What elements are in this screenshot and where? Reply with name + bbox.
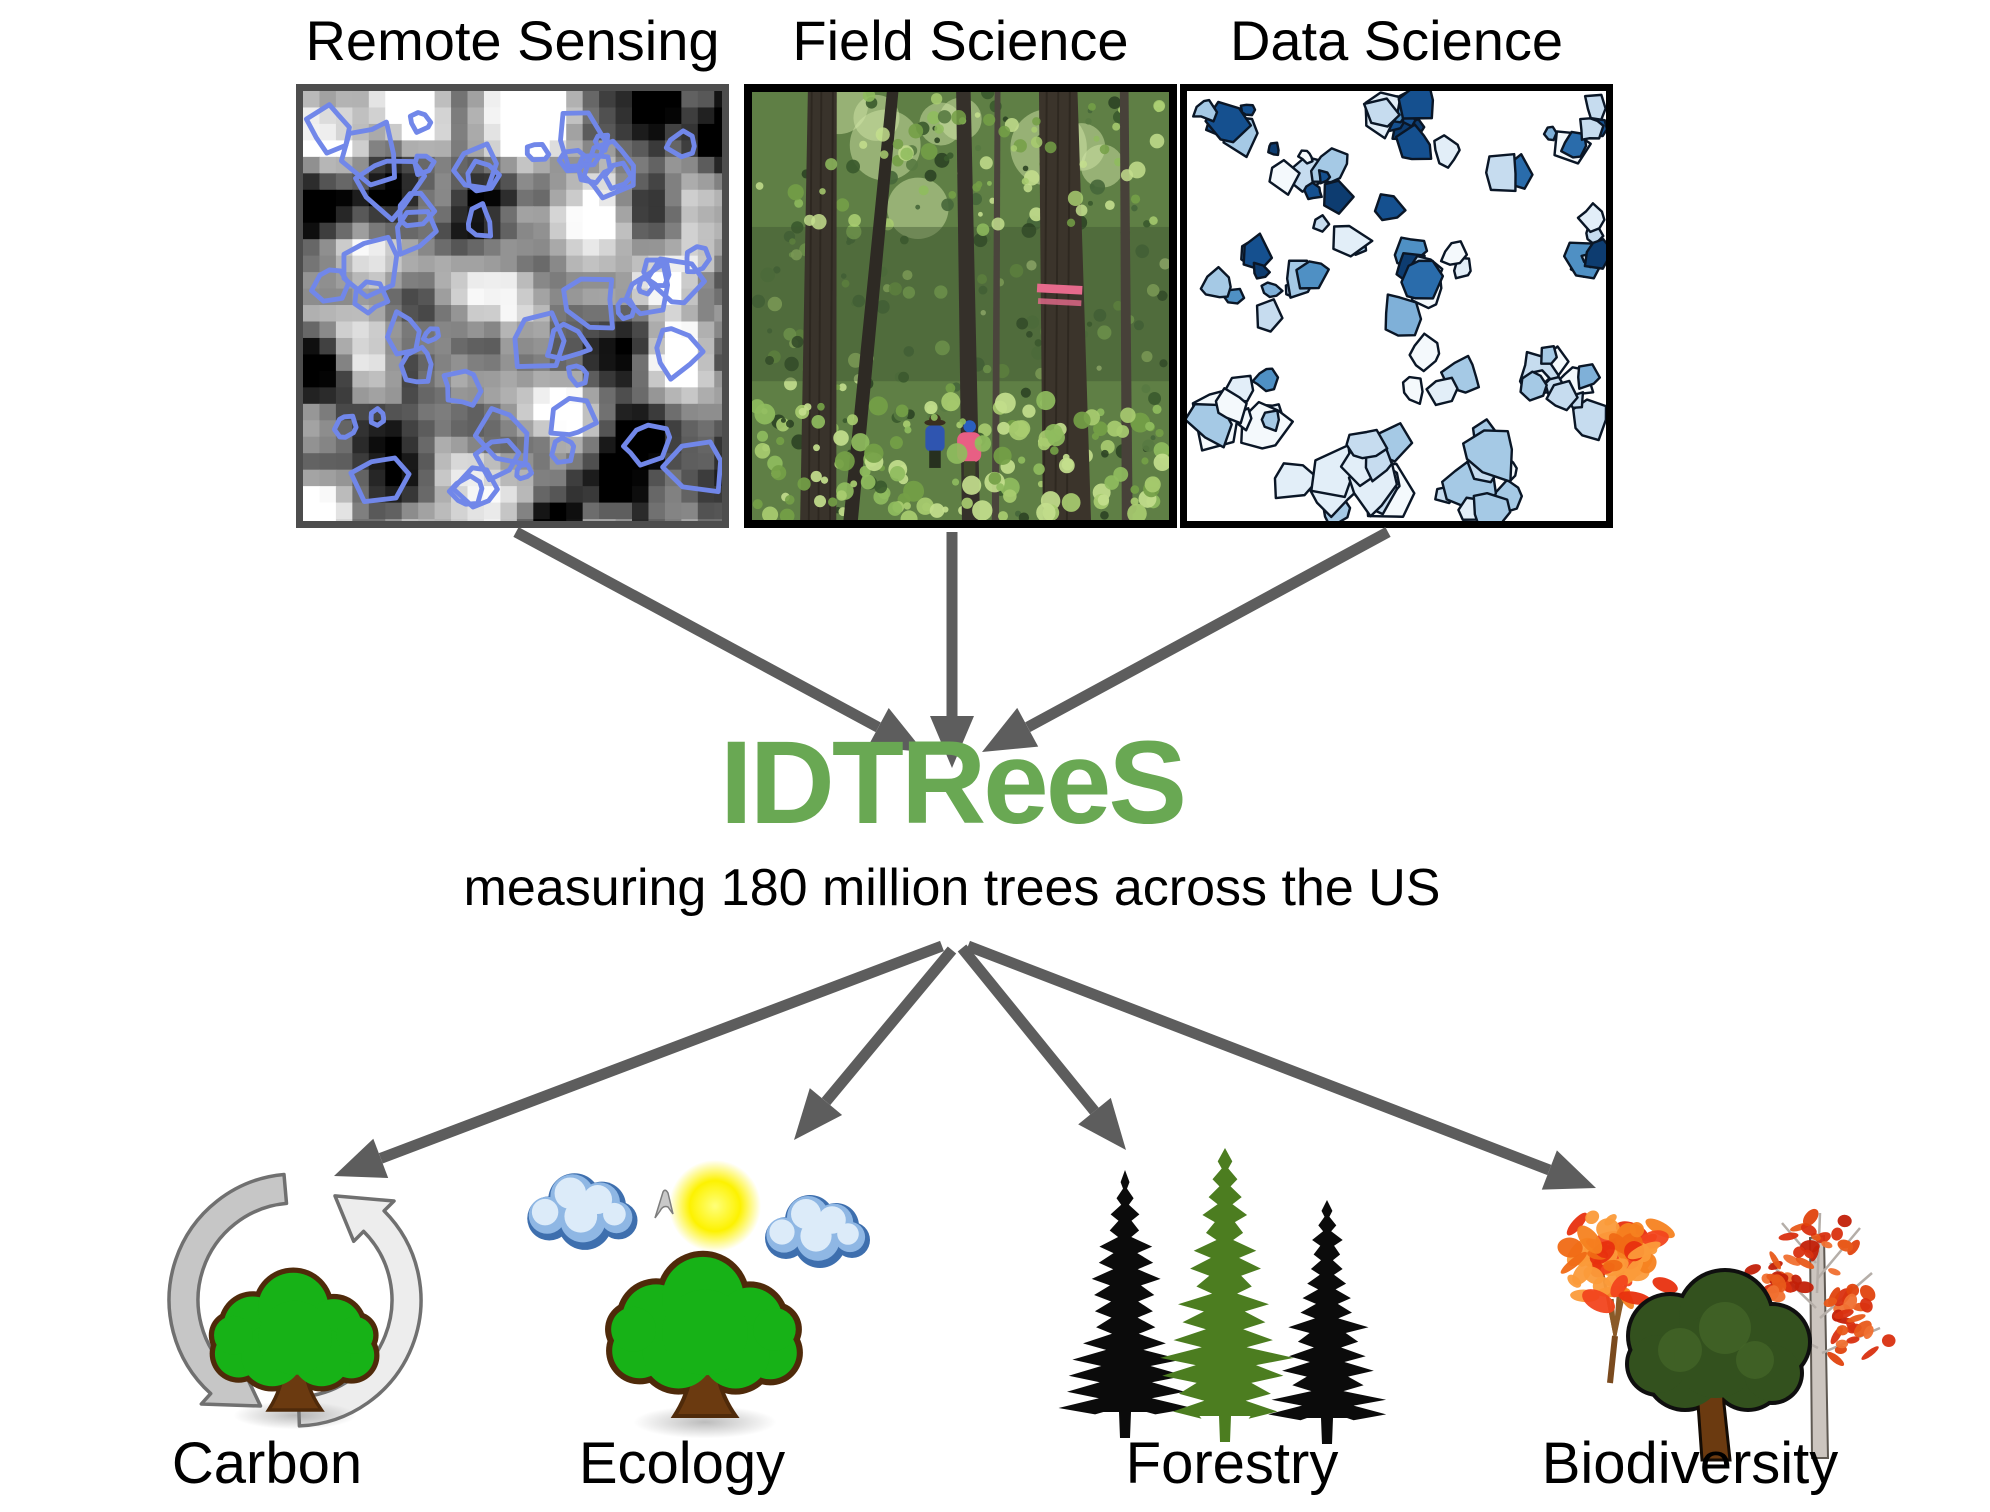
field-science-panel [744, 84, 1177, 528]
idtrees-title: IDTReeS [719, 717, 1187, 849]
ecology-icon [505, 1148, 895, 1453]
carbon-cycle-tree-graphic [167, 1172, 423, 1430]
conifer-trees-graphic [1058, 1148, 1387, 1444]
idtrees-subtitle: measuring 180 million trees across the U… [463, 859, 1441, 917]
mixed-trees-graphic [1557, 1208, 1896, 1462]
remote-sensing-segmentation-image [303, 91, 722, 521]
carbon-label: Carbon [171, 1431, 363, 1496]
data-science-panel [1180, 84, 1613, 528]
remote-sensing-label: Remote Sensing [305, 9, 720, 72]
forestry-icon [1055, 1132, 1395, 1450]
crown-polygon-plot [1187, 91, 1606, 521]
biodiversity-label: Biodiversity [1541, 1431, 1839, 1496]
forestry-label: Forestry [1125, 1431, 1339, 1496]
carbon-cycle-icon [150, 1148, 440, 1458]
biodiversity-icon [1520, 1168, 1910, 1468]
forest-field-photo [752, 92, 1169, 520]
data-science-label: Data Science [1229, 9, 1564, 72]
ecology-label: Ecology [578, 1431, 786, 1496]
field-science-label: Field Science [792, 9, 1129, 72]
remote-sensing-panel [296, 84, 729, 528]
ecology-scene-graphic [527, 1160, 870, 1439]
